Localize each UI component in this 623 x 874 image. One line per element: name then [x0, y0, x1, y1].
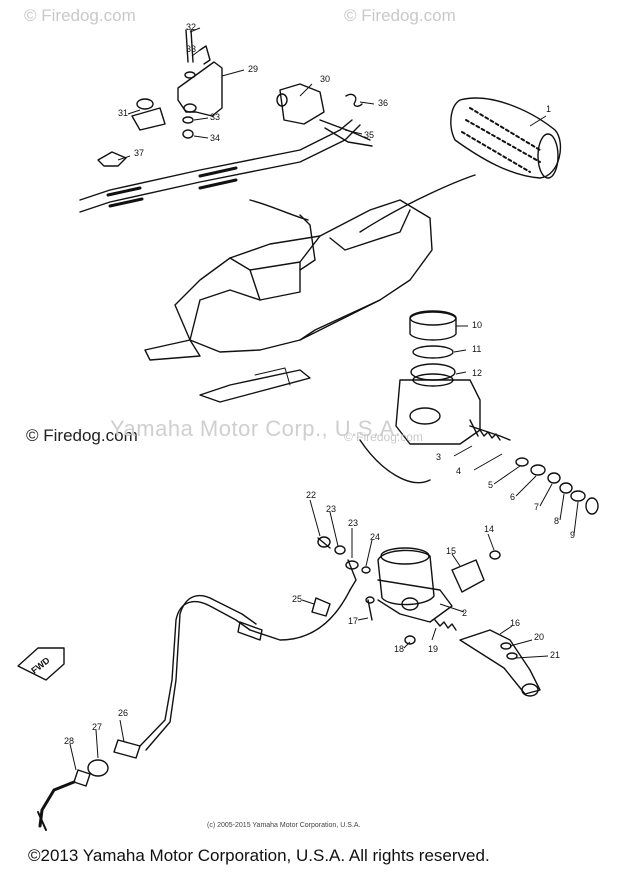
callout-number: 2 [462, 608, 467, 618]
watermark-top-right: © Firedog.com [344, 6, 456, 25]
small-copyright: (c) 2005-2015 Yamaha Motor Corporation, … [207, 822, 361, 829]
callout-number: 32 [186, 22, 196, 32]
brake-hose [37, 536, 371, 831]
watermark-center: Yamaha Motor Corp., U.S.A. [110, 416, 402, 441]
snowmobile-body [144, 199, 433, 403]
footer-copyright: ©2013 Yamaha Motor Corporation, U.S.A. A… [28, 846, 490, 865]
bracket-assembly [131, 29, 223, 139]
leader-master [359, 439, 431, 484]
callout-number: 34 [210, 133, 220, 143]
callout-number: 28 [64, 736, 74, 746]
callout-number: 9 [570, 530, 575, 540]
callout-number: 10 [472, 320, 482, 330]
watermark-center-small: © Firedog.com [344, 430, 423, 444]
cable-bundle [79, 119, 373, 213]
clip-37 [97, 151, 127, 167]
watermark-top-left: © Firedog.com [24, 6, 136, 25]
callout-number: 33 [210, 112, 220, 122]
callout-number: 6 [510, 492, 515, 502]
callout-number: 16 [510, 618, 520, 628]
throttle-housing [276, 83, 363, 125]
callout-number: 24 [370, 532, 380, 542]
callout-number: 18 [394, 644, 404, 654]
master-cylinder-exploded [395, 310, 599, 515]
fwd-arrow [17, 647, 65, 681]
callout-number: 31 [118, 108, 128, 118]
callout-number: 30 [320, 74, 330, 84]
callout-number: 35 [364, 130, 374, 140]
callout-number: 37 [134, 148, 144, 158]
handlebar-grip [450, 97, 562, 179]
callout-number: 36 [378, 98, 388, 108]
callout-number: 14 [484, 524, 494, 534]
callout-number: 20 [534, 632, 544, 642]
callout-number: 33 [186, 44, 196, 54]
callout-number: 27 [92, 722, 102, 732]
callout-number: 22 [306, 490, 316, 500]
callout-number: 29 [248, 64, 258, 74]
watermark-mid-left: © Firedog.com [26, 426, 138, 445]
callout-number: 25 [292, 594, 302, 604]
callout-number: 1 [546, 104, 551, 114]
callout-number: 26 [118, 708, 128, 718]
leader-grip [359, 174, 476, 233]
fwd-label: FWD [29, 655, 52, 676]
callout-number: 23 [348, 518, 358, 528]
callout-number: 23 [326, 504, 336, 514]
callout-number: 11 [472, 344, 481, 354]
callout-number: 12 [472, 368, 482, 378]
callout-number: 21 [550, 650, 560, 660]
callout-number: 19 [428, 644, 438, 654]
leader-cable [249, 199, 309, 221]
callout-number: 4 [456, 466, 461, 476]
callout-number: 15 [446, 546, 456, 556]
callout-number: 3 [436, 452, 441, 462]
callout-number: 7 [534, 502, 539, 512]
callout-number: 5 [488, 480, 493, 490]
callout-number: 17 [348, 616, 358, 626]
callout-number: 8 [554, 516, 559, 526]
